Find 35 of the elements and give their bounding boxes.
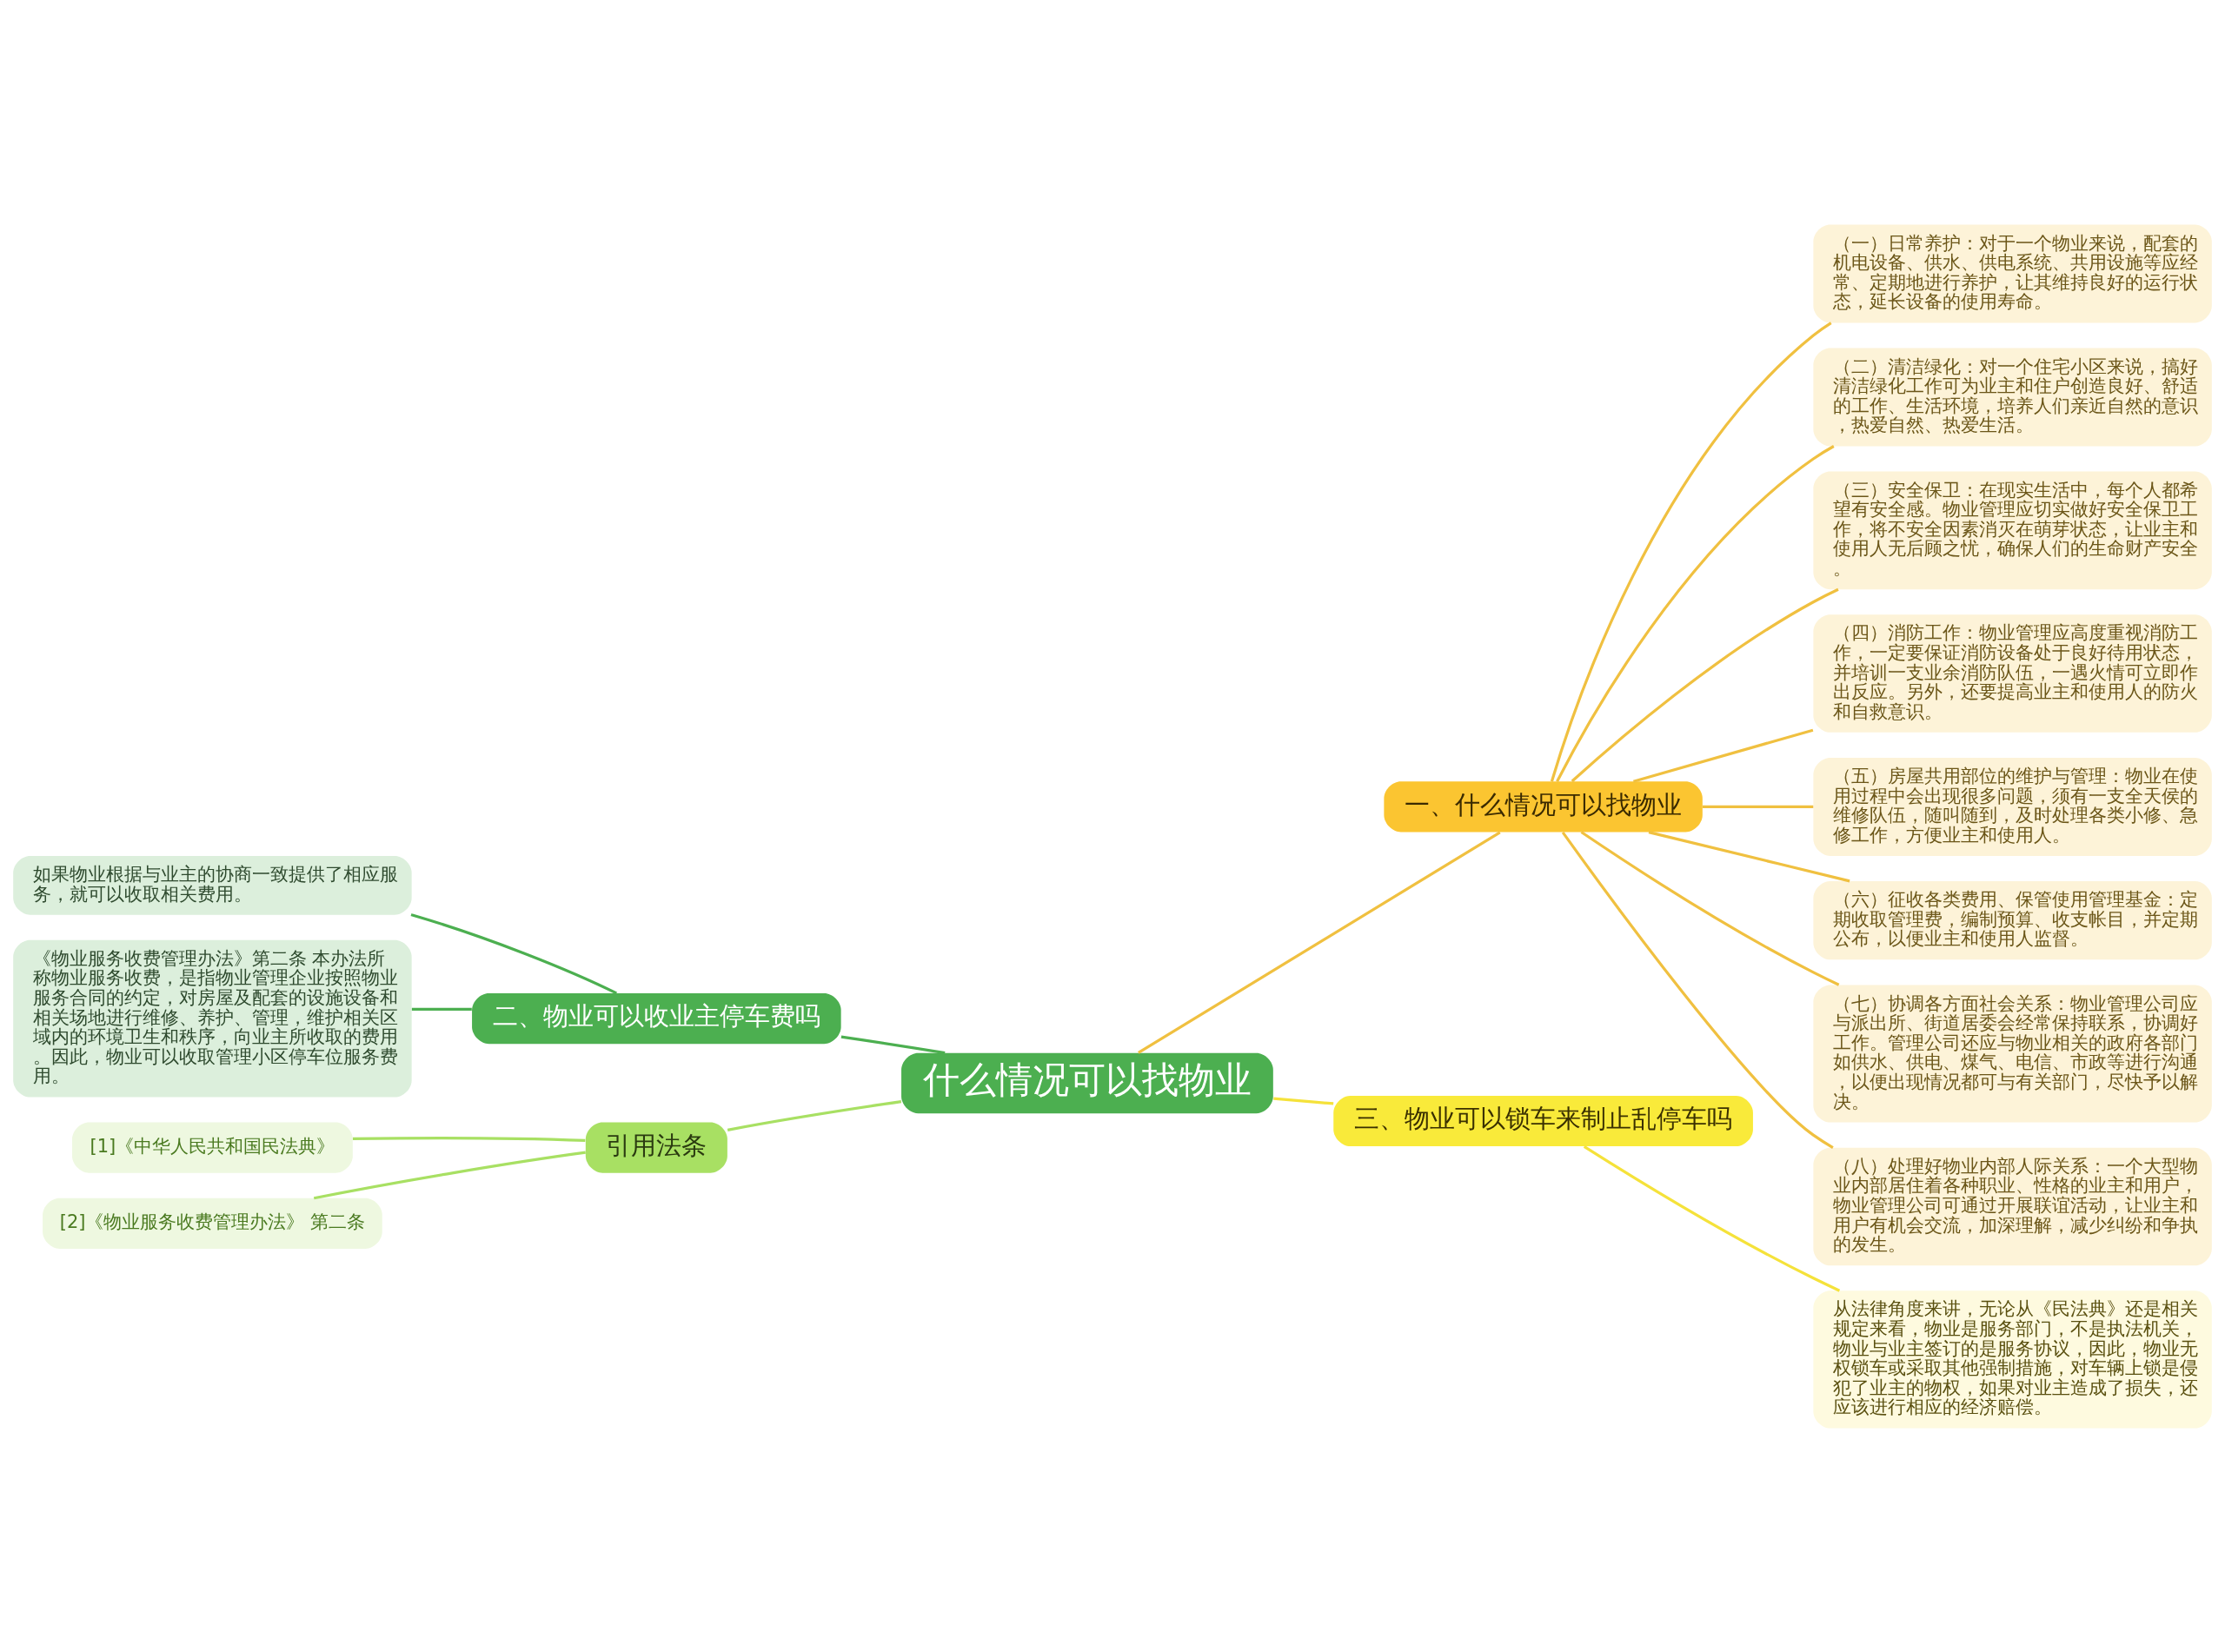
node-box: 《物业服务收费管理办法》第二条 本办法所称物业服务收费，是指物业管理企业按照物业服务合同的约定，对房屋及配套的设施设备和相关场地进行维修、养护、管理，维护相关区域内的环境卫生和秩序，向业主所收取的费用。因此，物业可以收取管理小区停车位服务费用。 xyxy=(13,939,412,1098)
node-box: 如果物业根据与业主的协商一致提供了相应服务，就可以收取相关费用。 xyxy=(13,855,412,915)
connector xyxy=(1571,587,1839,782)
node-box: （一）日常养护：对于一个物业来说，配套的机电设备、供水、供电系统、共用设施等应经常、定期地进行养护，让其维持良好的运行状态，延长设备的使用寿命。 xyxy=(1813,223,2212,322)
node-box: [2]《物业服务收费管理办法》 第二条 xyxy=(43,1198,382,1249)
connector xyxy=(1702,805,1814,808)
connector xyxy=(1561,831,1834,1149)
connector xyxy=(1580,830,1840,986)
node-box: （三）安全保卫：在现实生活中，每个人都希望有安全感。物业管理应切实做好安全保卫工作，将不安全因素消灭在萌芽状态，让业主和使用人无后顾之忧，确保人们的生命财产安全。 xyxy=(1813,471,2212,589)
connector xyxy=(411,1007,472,1011)
connector xyxy=(840,1035,946,1054)
node-box: （二）清洁绿化：对一个住宅小区来说，搞好清洁绿化工作可为业主和住户创造良好、舒适的工作、生活环境，培养人们亲近自然的意识，热爱自然、热爱生活。 xyxy=(1813,348,2212,446)
connector xyxy=(352,1136,586,1142)
node-box: 从法律角度来讲，无论从《民法典》还是相关规定来看，物业是服务部门，不是执法机关，物业与业主签订的是服务协议，因此，物业无权锁车或采取其他强制措施，对车辆上锁是侵犯了业主的物权，如果对业主造成了损失，还应该进行相应的经济赔偿。 xyxy=(1813,1290,2212,1429)
connector xyxy=(1138,830,1501,1054)
node-box: （五）房屋共用部位的维护与管理：物业在使用过程中会出现很多问题，须有一支全天侯的维修队伍，随叫随到，及时处理各类小修、急修工作，方便业主和使用人。 xyxy=(1813,757,2212,856)
connector xyxy=(313,1151,586,1199)
connector xyxy=(1633,728,1814,783)
connector xyxy=(1583,1144,1841,1292)
node-box: 一、什么情况可以找物业 xyxy=(1384,780,1703,832)
node-box: （八）处理好物业内部人际关系：一个大型物业内部居住着各种职业、性格的业主和用户，物业管理公司可通过开展联谊活动，让业主和用户有机会交流，加深理解，减少纠纷和争执的发生。 xyxy=(1813,1147,2212,1265)
node-box: [1]《中华人民共和国民法典》 xyxy=(72,1122,353,1173)
node-box: 什么情况可以找物业 xyxy=(901,1052,1273,1113)
node-box: 三、物业可以锁车来制止乱停车吗 xyxy=(1333,1095,1753,1146)
node-box: （四）消防工作：物业管理应高度重视消防工作，一定要保证消防设备处于良好待用状态，并培训一支业余消防队伍，一遇火情可立即作出反应。另外，还要提高业主和使用人的防火和自救意识。 xyxy=(1813,614,2212,733)
connector xyxy=(1648,830,1850,882)
connector xyxy=(1556,444,1835,782)
node-box: （七）协调各方面社会关系：物业管理公司应与派出所、街道居委会经常保持联系，协调好工作。管理公司还应与物业相关的政府各部门如供水、供电、煤气、电信、市政等进行沟通，以便出现情况都可与有关部门，尽快予以解决。 xyxy=(1813,984,2212,1123)
node-box: 二、物业可以收业主停车费吗 xyxy=(472,992,841,1044)
connector xyxy=(1273,1097,1334,1105)
node-box: （六）征收各类费用、保管使用管理基金：定期收取管理费，编制预算、收支帐目，并定期公布，以便业主和使用人监督。 xyxy=(1813,880,2212,959)
connector xyxy=(1550,321,1832,782)
connector xyxy=(727,1099,902,1131)
node-box: 引用法条 xyxy=(585,1122,727,1173)
connector xyxy=(410,912,617,994)
